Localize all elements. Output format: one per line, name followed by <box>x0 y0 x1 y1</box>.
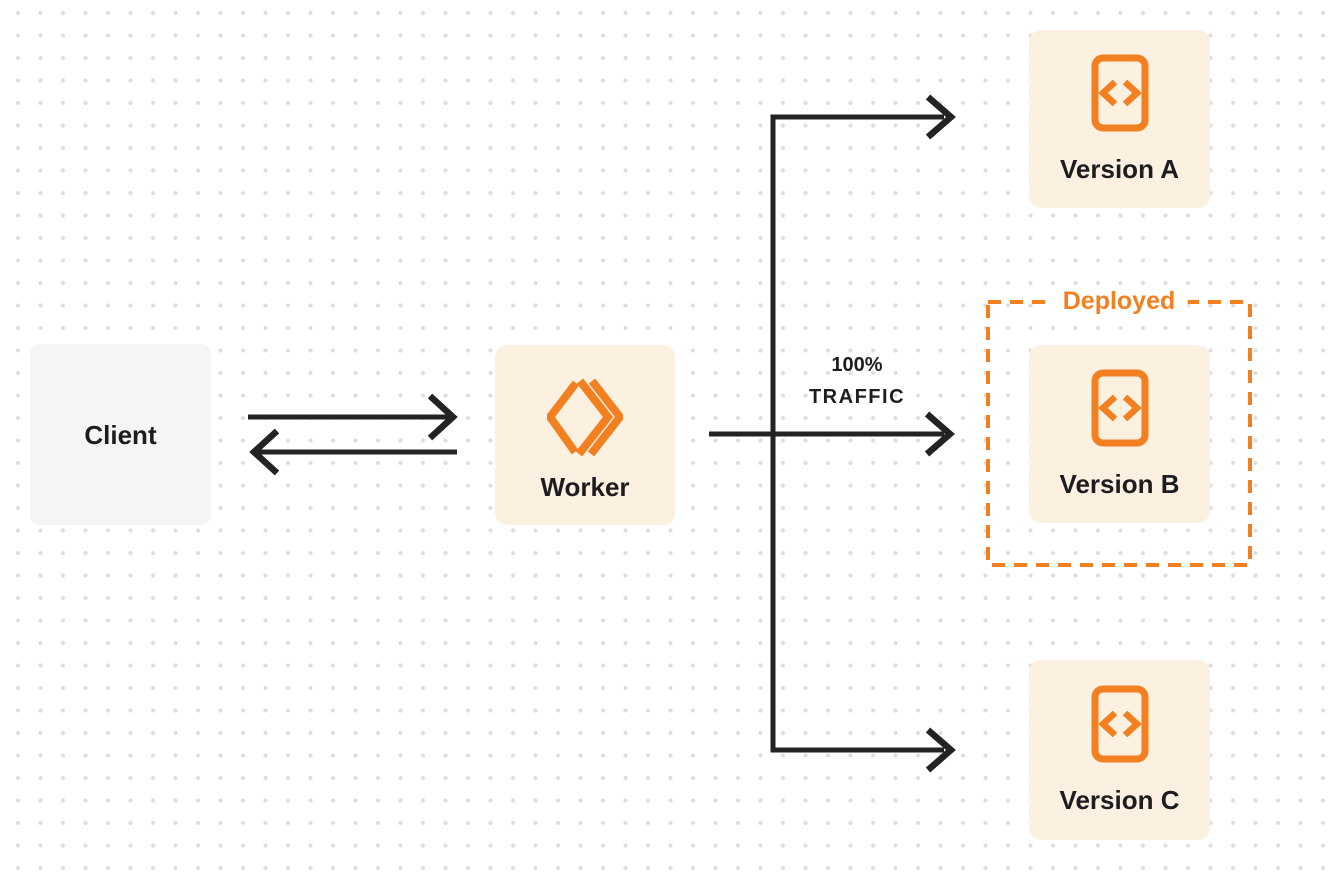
node-version-c: Version C <box>1029 660 1210 840</box>
node-version-a: Version A <box>1029 30 1210 208</box>
code-file-icon <box>1091 685 1148 763</box>
code-file-icon <box>1091 369 1148 447</box>
traffic-word-label: TRAFFIC <box>808 386 906 408</box>
traffic-edge-label: 100% TRAFFIC <box>782 349 932 413</box>
branch-trunk-line <box>770 114 944 753</box>
code-file-icon <box>1091 54 1148 132</box>
client-to-worker-arrowhead <box>427 393 458 441</box>
version-c-arrowhead <box>925 727 956 773</box>
version-c-label: Version C <box>1059 785 1180 815</box>
node-version-b: Version B <box>1029 345 1210 523</box>
worker-label: Worker <box>540 472 630 502</box>
node-client: Client <box>30 344 211 525</box>
worker-to-client-arrowhead <box>249 428 280 476</box>
version-b-label: Version B <box>1059 469 1180 499</box>
version-a-label: Version A <box>1060 154 1179 184</box>
client-label: Client <box>84 419 157 450</box>
deployed-group-label: Deployed <box>1050 287 1188 315</box>
version-a-arrowhead <box>925 94 956 140</box>
cloudflare-workers-icon <box>547 378 623 456</box>
traffic-percent-label: 100% <box>831 354 883 376</box>
node-worker: Worker <box>495 345 675 525</box>
version-b-arrowhead <box>924 411 955 457</box>
